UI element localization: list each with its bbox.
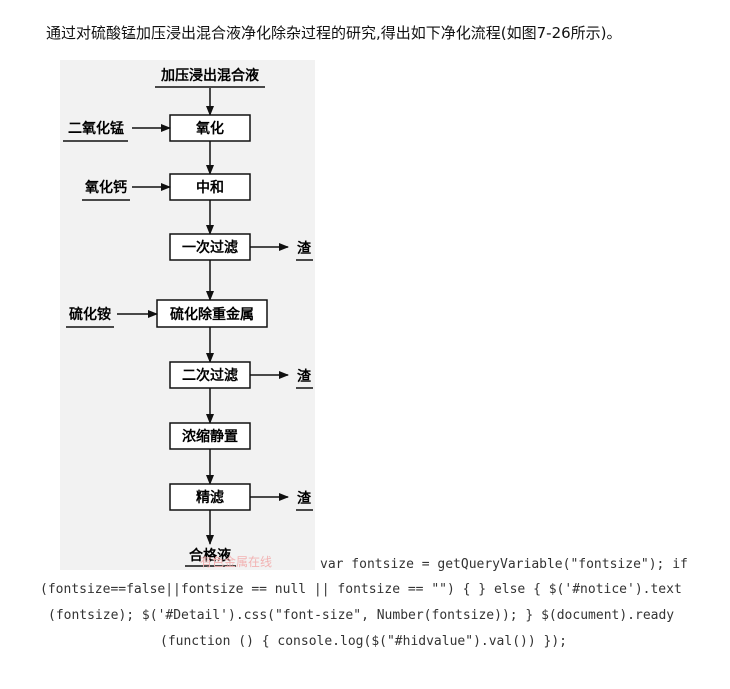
step-fine-filtration: 精滤: [169, 483, 251, 511]
code-line-2: (fontsize==false||fontsize == null || fo…: [40, 582, 682, 597]
step-neutralization: 中和: [169, 173, 251, 201]
end-label: 合格液: [189, 547, 232, 564]
code-line-3: (fontsize); $('#Detail').css("font-size"…: [48, 608, 675, 623]
start-label: 加压浸出混合液: [160, 67, 260, 84]
step-label: 精滤: [196, 489, 224, 506]
step-label: 一次过滤: [182, 239, 238, 256]
step-label: 二次过滤: [182, 367, 238, 384]
step-label: 氧化: [195, 120, 224, 137]
output-label: 渣: [297, 368, 312, 385]
output-label: 渣: [297, 490, 312, 507]
watermark-text: 有色金属在线: [200, 555, 273, 569]
output-residue-1: 渣: [250, 240, 313, 261]
input-label: 二氧化锰: [68, 120, 124, 137]
step-label: 中和: [196, 179, 224, 196]
output-label: 渣: [297, 240, 312, 257]
code-line-1: var fontsize = getQueryVariable("fontsiz…: [320, 557, 688, 572]
step-concentration: 浓缩静置: [169, 422, 251, 450]
step-heavy-metal-removal: 硫化除重金属: [156, 299, 268, 328]
input-calcium-oxide: 氧化钙: [82, 179, 171, 201]
step-oxidation: 氧化: [169, 114, 251, 142]
output-residue-2: 渣: [250, 368, 313, 389]
input-manganese-dioxide: 二氧化锰: [63, 120, 171, 142]
code-line-4: (function () { console.log($("#hidvalue"…: [160, 634, 567, 649]
intro-text: 通过对硫酸锰加压浸出混合液净化除杂过程的研究,得出如下净化流程(如图7-26所示…: [46, 24, 622, 42]
input-ammonium-sulfide: 硫化铵: [66, 306, 158, 328]
input-label: 氧化钙: [84, 179, 127, 196]
step-first-filtration: 一次过滤: [169, 233, 251, 261]
output-residue-3: 渣: [250, 490, 313, 511]
step-label: 浓缩静置: [182, 428, 238, 445]
step-label: 硫化除重金属: [170, 306, 254, 323]
input-label: 硫化铵: [69, 306, 111, 323]
step-second-filtration: 二次过滤: [169, 361, 251, 389]
